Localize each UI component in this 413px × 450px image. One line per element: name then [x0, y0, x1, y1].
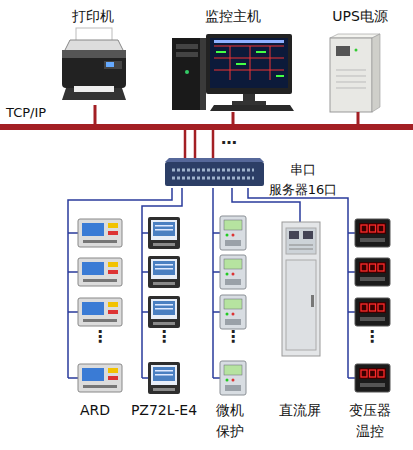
printer-top [62, 50, 126, 58]
paper [74, 86, 114, 92]
cabinet-meter [303, 231, 313, 239]
serial-server-illustration [165, 158, 264, 186]
node-label: 微机 保护 [212, 400, 248, 442]
node-label: 串口 服务器16口 [266, 160, 340, 200]
monitor-base [232, 101, 266, 105]
node-label: PZ72L-E4 [129, 400, 199, 421]
node-label: 变压器 温控 [345, 400, 395, 442]
monitor-frame [206, 34, 292, 94]
connector-wire [232, 112, 235, 124]
ellipsis-mark: ⋮ [225, 328, 241, 346]
temp-controller [355, 219, 390, 247]
pc-tower [172, 38, 206, 110]
server-top [165, 158, 264, 162]
protection-device [220, 255, 246, 289]
ups-grill [336, 70, 366, 88]
power-led [185, 70, 189, 74]
printer-panel [104, 61, 122, 69]
bus-wire [348, 212, 355, 378]
screen-wiring [214, 46, 284, 80]
cabinet-switches [289, 245, 313, 249]
connector-wire [357, 112, 360, 124]
printer-node: 打印机 [55, 3, 130, 105]
ups-top [330, 34, 380, 38]
device-group: 直流屏 [270, 212, 330, 447]
temp-controller [355, 258, 390, 286]
cabinet-panel [286, 228, 316, 254]
meter-column [142, 212, 180, 394]
bus-wire [299, 212, 301, 222]
bus-wire [213, 212, 220, 378]
temp-column [348, 212, 390, 392]
serial-server-node: 串口 服务器16口 [165, 158, 264, 188]
meter-device [148, 217, 180, 249]
pc-side [200, 38, 206, 110]
screen-status [216, 52, 284, 76]
node-label: TCP/IP [6, 105, 46, 121]
computer-illustration [172, 34, 294, 111]
cabinet-door [286, 260, 316, 350]
drive-bay [176, 52, 198, 57]
monitor-stand [243, 94, 255, 102]
bus-wire [68, 212, 78, 378]
protection-column [213, 212, 246, 395]
connector-wire [68, 188, 172, 212]
ellipsis-mark: … [221, 130, 237, 148]
cabinet-handle [311, 295, 314, 307]
connector-wire [212, 188, 214, 212]
server-ports [172, 170, 254, 178]
host-node: 监控主机 [170, 3, 295, 112]
ard-device [78, 219, 122, 247]
protection-device [220, 295, 246, 329]
ellipsis-mark: ⋮ [92, 328, 108, 346]
printer-body [62, 50, 126, 88]
meter-device [148, 362, 180, 394]
temp-controller [355, 364, 390, 392]
bus-wire [142, 212, 148, 378]
node-label: 直流屏 [270, 400, 330, 421]
screen-title-bar [214, 40, 284, 43]
meter-device [148, 296, 180, 328]
ard-device [78, 258, 122, 286]
ups-panel [336, 46, 350, 56]
drive-bay [176, 44, 198, 49]
printer-screen [106, 62, 114, 67]
node-label: 监控主机 [170, 7, 295, 25]
node-label: 打印机 [55, 7, 130, 25]
ard-column [68, 212, 122, 392]
ellipsis-mark: ⋮ [156, 328, 172, 346]
ups-front [330, 38, 372, 112]
meter-device [148, 256, 180, 288]
connector-wire [212, 130, 215, 158]
server-body [165, 162, 264, 186]
monitor-screen [210, 38, 288, 88]
ard-device [78, 364, 122, 392]
network-bus: TCP/IP [0, 124, 413, 130]
protection-device [220, 216, 246, 250]
ellipsis-mark: ⋮ [364, 328, 380, 346]
connector-wire [194, 130, 197, 158]
connector-wire [94, 105, 97, 124]
ups-node: UPS电源 [320, 3, 400, 112]
ups-illustration [330, 34, 380, 112]
ups-led [355, 49, 358, 52]
ups-side [372, 34, 380, 112]
protection-device [220, 361, 246, 395]
connector-wire [142, 188, 182, 212]
temp-controller [355, 298, 390, 326]
cabinet-meter [289, 231, 299, 239]
printer-illustration [62, 28, 126, 100]
dc-panel [282, 212, 320, 356]
keyboard [210, 105, 294, 111]
node-label: UPS电源 [320, 7, 400, 25]
cabinet-body [282, 222, 320, 356]
ard-device [78, 298, 122, 326]
connector-wire [184, 130, 187, 158]
node-label: ARD [62, 400, 128, 421]
